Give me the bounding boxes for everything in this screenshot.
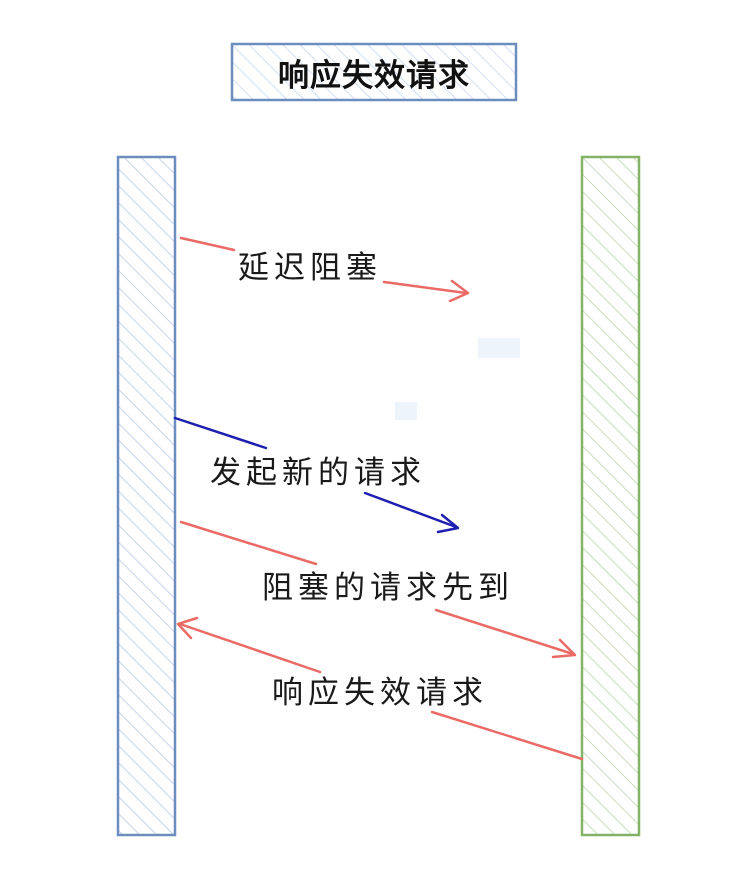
label-new-request: 发起新的请求 — [210, 455, 426, 491]
arrow-delay-block-line-b — [382, 280, 468, 295]
arrow-stale-response-line-b — [178, 622, 322, 674]
arrow-stale-response-head — [176, 616, 199, 640]
arrow-stale-response-line-a — [430, 710, 584, 761]
client-lifeline — [116, 155, 177, 837]
arrow-blocked-arrives-first — [179, 520, 577, 659]
smudge-a — [478, 338, 520, 358]
arrow-blocked-arrives-first-line-b — [434, 608, 575, 656]
label-delay-block: 延迟阻塞 — [238, 250, 382, 286]
arrow-new-request-line-a — [173, 416, 268, 450]
arrow-delay-block — [179, 236, 470, 303]
server-lifeline — [580, 155, 641, 837]
title-box — [230, 42, 518, 102]
label-blocked-arrives-first: 阻塞的请求先到 — [262, 570, 514, 606]
diagram-title: 响应失效请求 — [278, 57, 470, 94]
arrow-blocked-arrives-first-line-a — [179, 520, 318, 566]
arrow-new-request-line-b — [363, 491, 458, 529]
smudge-b — [395, 402, 417, 420]
label-stale-response: 响应失效请求 — [272, 675, 488, 711]
arrow-delay-block-head — [448, 279, 470, 303]
arrow-blocked-arrives-first-head — [551, 638, 577, 659]
arrow-new-request — [173, 416, 460, 534]
arrow-new-request-head — [436, 513, 460, 534]
arrow-stale-response — [176, 616, 584, 761]
arrow-delay-block-line-a — [179, 236, 236, 252]
